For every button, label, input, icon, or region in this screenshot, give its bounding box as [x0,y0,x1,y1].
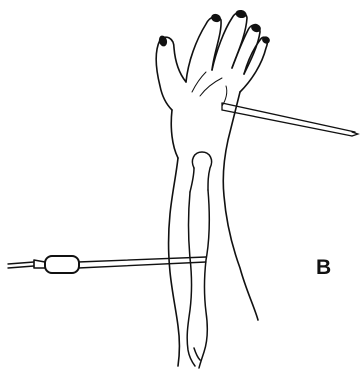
catheter-hub [45,256,79,273]
index-nail [210,13,222,24]
fingernails [158,9,272,47]
middle-nail [235,9,247,19]
little-nail [261,35,271,45]
palm-creases [190,44,227,106]
radius-bone-outline [187,152,211,368]
hand-and-forearm-outline [156,12,267,366]
upper-catheter-needle [222,103,358,136]
panel-letter: B [316,256,331,279]
lower-catheter-with-hub [8,256,206,273]
